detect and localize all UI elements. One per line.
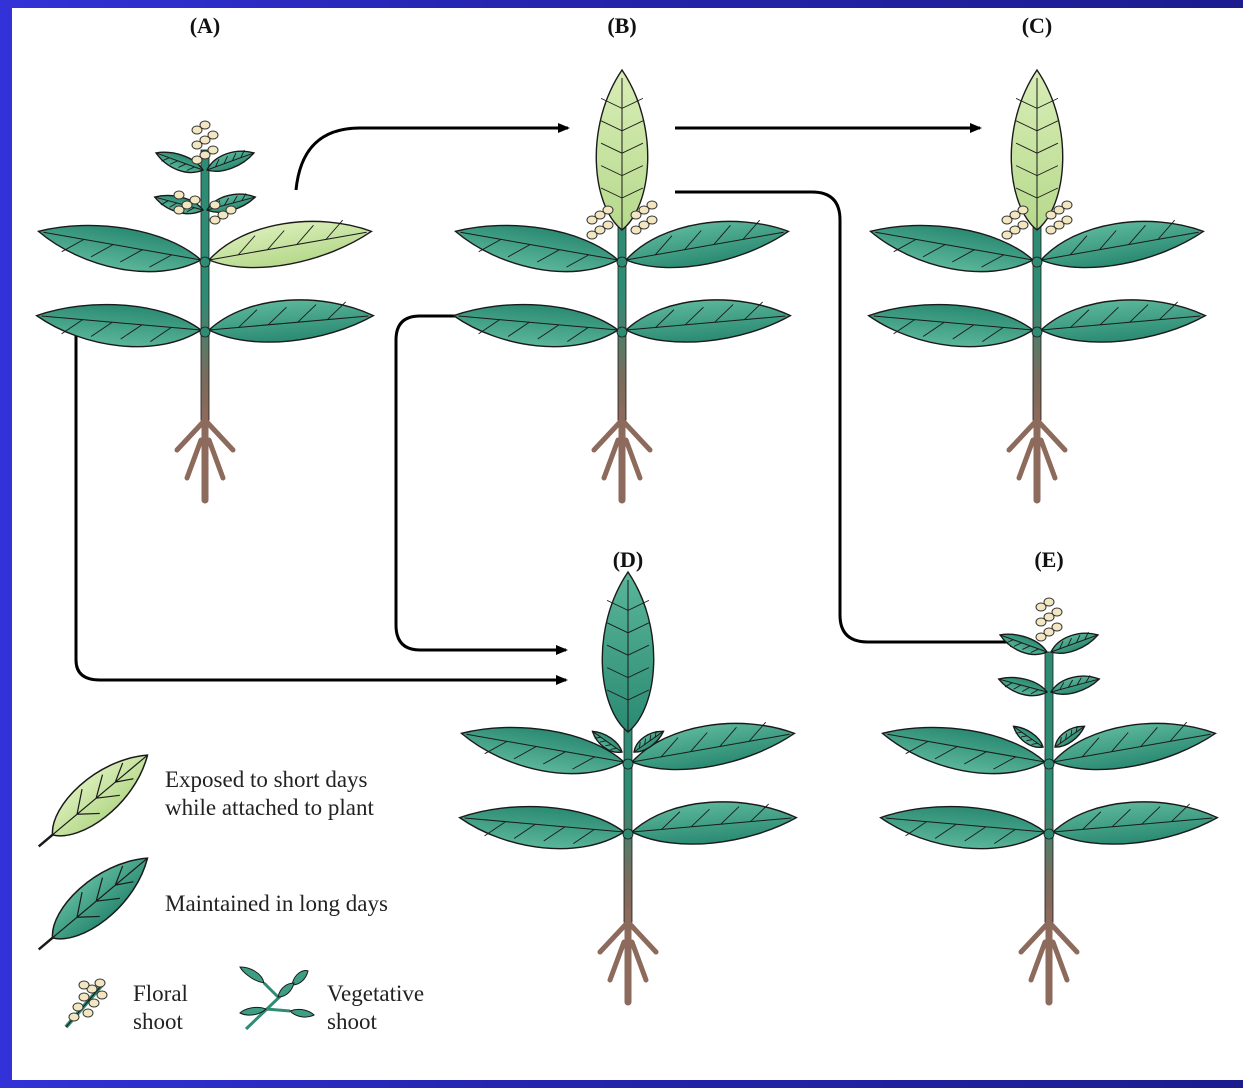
legend-vegetative-line2: shoot — [327, 1009, 377, 1034]
panel-label-d: (D) — [613, 547, 644, 572]
small-leaf — [996, 673, 1048, 701]
leaf-left-lower — [867, 298, 1035, 353]
leaf-right-upper — [1049, 711, 1219, 780]
small-leaf — [1049, 671, 1101, 699]
leaf-right-lower — [624, 293, 792, 348]
floral-shoot — [1036, 598, 1062, 641]
leaf-right-lower — [1051, 795, 1219, 850]
leaf-left-upper — [879, 716, 1049, 785]
legend-dark-leaf-icon — [26, 843, 161, 965]
leaf-left-lower — [879, 800, 1047, 855]
leaf-left-upper — [452, 214, 622, 283]
arrow-a-to-d — [76, 333, 566, 680]
legend-short-days-line2: while attached to plant — [165, 795, 374, 820]
leaf-left-upper — [867, 214, 1037, 283]
arrow-a-to-b — [296, 128, 568, 190]
leaf-left-upper — [35, 214, 205, 283]
legend-vegetative-line1: Vegetative — [327, 981, 424, 1006]
plant-d — [458, 572, 798, 1002]
leaf-right-upper — [628, 711, 798, 780]
roots — [1021, 912, 1077, 1002]
leaf-right-lower — [207, 293, 375, 348]
plant-c — [867, 70, 1207, 500]
leaf-right-upper — [205, 209, 375, 278]
donor-leaf — [1011, 70, 1062, 230]
leaf-right-lower — [1039, 293, 1207, 348]
roots — [177, 410, 233, 500]
leaf-right-lower — [630, 795, 798, 850]
panel-label-b: (B) — [607, 13, 636, 38]
plant-a — [35, 121, 375, 500]
legend-floral-line2: shoot — [133, 1009, 183, 1034]
floral-shoot — [587, 206, 613, 239]
arrow-b-to-d — [396, 316, 566, 650]
roots — [594, 410, 650, 500]
legend-short-days-line1: Exposed to short days — [165, 767, 368, 792]
leaf-left-upper — [458, 716, 628, 785]
legend-light-leaf-icon — [26, 740, 161, 862]
panel-label-a: (A) — [190, 13, 221, 38]
small-leaf — [1048, 627, 1100, 658]
floral-shoot-icon — [66, 979, 107, 1027]
donor-leaf — [602, 572, 653, 732]
roots — [1009, 410, 1065, 500]
panel-label-e: (E) — [1034, 547, 1063, 572]
donor-leaf — [596, 70, 647, 230]
plant-e — [879, 598, 1219, 1002]
leaf-left-lower — [452, 298, 620, 353]
stem — [201, 150, 209, 420]
legend: Exposed to short days while attached to … — [26, 740, 424, 1034]
leaf-left-lower — [35, 298, 203, 353]
floral-shoot — [192, 121, 218, 164]
floral-shoot — [1002, 206, 1028, 239]
vegetative-shoot-icon — [240, 967, 314, 1029]
panel-label-c: (C) — [1022, 13, 1053, 38]
legend-long-days: Maintained in long days — [165, 891, 388, 916]
leaf-left-lower — [458, 800, 626, 855]
legend-floral-line1: Floral — [133, 981, 188, 1006]
roots — [600, 912, 656, 1002]
plant-b — [452, 70, 792, 500]
